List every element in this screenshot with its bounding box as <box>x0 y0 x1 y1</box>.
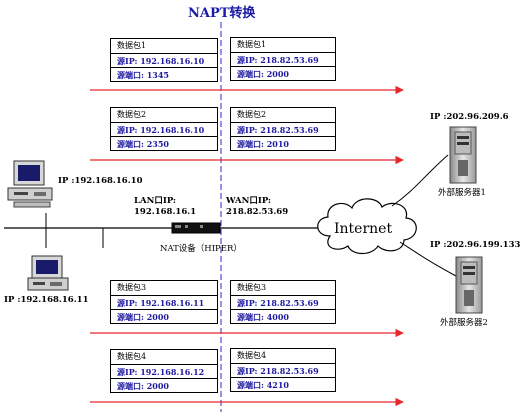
link-server2 <box>399 241 457 277</box>
diagram-title: NAPT转换 <box>188 6 256 21</box>
packet-right-2: 数据包2 源IP: 218.82.53.69 源端口: 2010 <box>230 107 336 151</box>
server1-icon <box>449 126 477 184</box>
internet-cloud-icon <box>317 198 417 255</box>
source-port: 源端口: 2350 <box>111 136 217 150</box>
packet-name: 数据包3 <box>117 283 147 292</box>
source-port: 源端口: 2000 <box>231 66 335 80</box>
packet-name: 数据包4 <box>237 351 267 360</box>
wan-ip-value: 218.82.53.69 <box>226 207 289 217</box>
packet-left-1: 数据包1 源IP: 192.168.16.10 源端口: 1345 <box>110 38 218 82</box>
source-port: 源端口: 1345 <box>111 67 217 81</box>
pc2-ip-label: IP :192.168.16.11 <box>4 295 89 305</box>
packet-name: 数据包2 <box>117 110 147 119</box>
packet-name: 数据包1 <box>237 40 267 49</box>
server1-name: 外部服务器1 <box>438 188 486 198</box>
server2-name: 外部服务器2 <box>440 318 488 328</box>
nat-device-label: NAT设备（HIPER） <box>160 244 242 254</box>
source-port: 源端口: 2010 <box>231 136 335 150</box>
source-port: 源端口: 4210 <box>231 377 335 391</box>
packet-name: 数据包3 <box>237 283 267 292</box>
nat-device-icon <box>171 222 221 234</box>
packet-left-3: 数据包3 源IP: 192.168.16.11 源端口: 2000 <box>110 280 218 324</box>
source-ip: 源IP: 218.82.53.69 <box>231 52 335 66</box>
pc2-icon <box>27 255 69 291</box>
source-ip: 源IP: 218.82.53.69 <box>231 363 335 377</box>
packet-name: 数据包4 <box>117 352 147 361</box>
server2-icon <box>455 256 483 314</box>
source-ip: 源IP: 218.82.53.69 <box>231 295 335 309</box>
packet-right-1: 数据包1 源IP: 218.82.53.69 源端口: 2000 <box>230 37 336 81</box>
source-ip: 源IP: 192.168.16.12 <box>111 364 217 378</box>
server1-ip-label: IP :202.96.209.6 <box>430 112 509 122</box>
packet-name: 数据包2 <box>237 110 267 119</box>
packet-name: 数据包1 <box>117 41 147 50</box>
source-ip: 源IP: 218.82.53.69 <box>231 122 335 136</box>
packet-right-3: 数据包3 源IP: 218.82.53.69 源端口: 4000 <box>230 280 336 324</box>
server2-ip-label: IP :202.96.199.133 <box>430 240 520 250</box>
wan-ip-caption: WAN口IP: <box>226 196 272 206</box>
lan-ip-value: 192.168.16.1 <box>134 207 197 217</box>
source-port: 源端口: 2000 <box>111 378 217 392</box>
source-ip: 源IP: 192.168.16.10 <box>111 53 217 67</box>
packet-left-4: 数据包4 源IP: 192.168.16.12 源端口: 2000 <box>110 349 218 393</box>
source-ip: 源IP: 192.168.16.10 <box>111 122 217 136</box>
source-port: 源端口: 2000 <box>111 309 217 323</box>
lan-ip-caption: LAN口IP: <box>134 196 177 206</box>
pc1-ip-label: IP :192.168.16.10 <box>58 176 143 186</box>
link-server1 <box>391 154 449 207</box>
source-ip: 源IP: 192.168.16.11 <box>111 295 217 309</box>
internet-label: Internet <box>334 221 392 237</box>
source-port: 源端口: 4000 <box>231 309 335 323</box>
pc1-icon <box>7 160 53 208</box>
packet-right-4: 数据包4 源IP: 218.82.53.69 源端口: 4210 <box>230 348 336 392</box>
packet-left-2: 数据包2 源IP: 192.168.16.10 源端口: 2350 <box>110 107 218 151</box>
